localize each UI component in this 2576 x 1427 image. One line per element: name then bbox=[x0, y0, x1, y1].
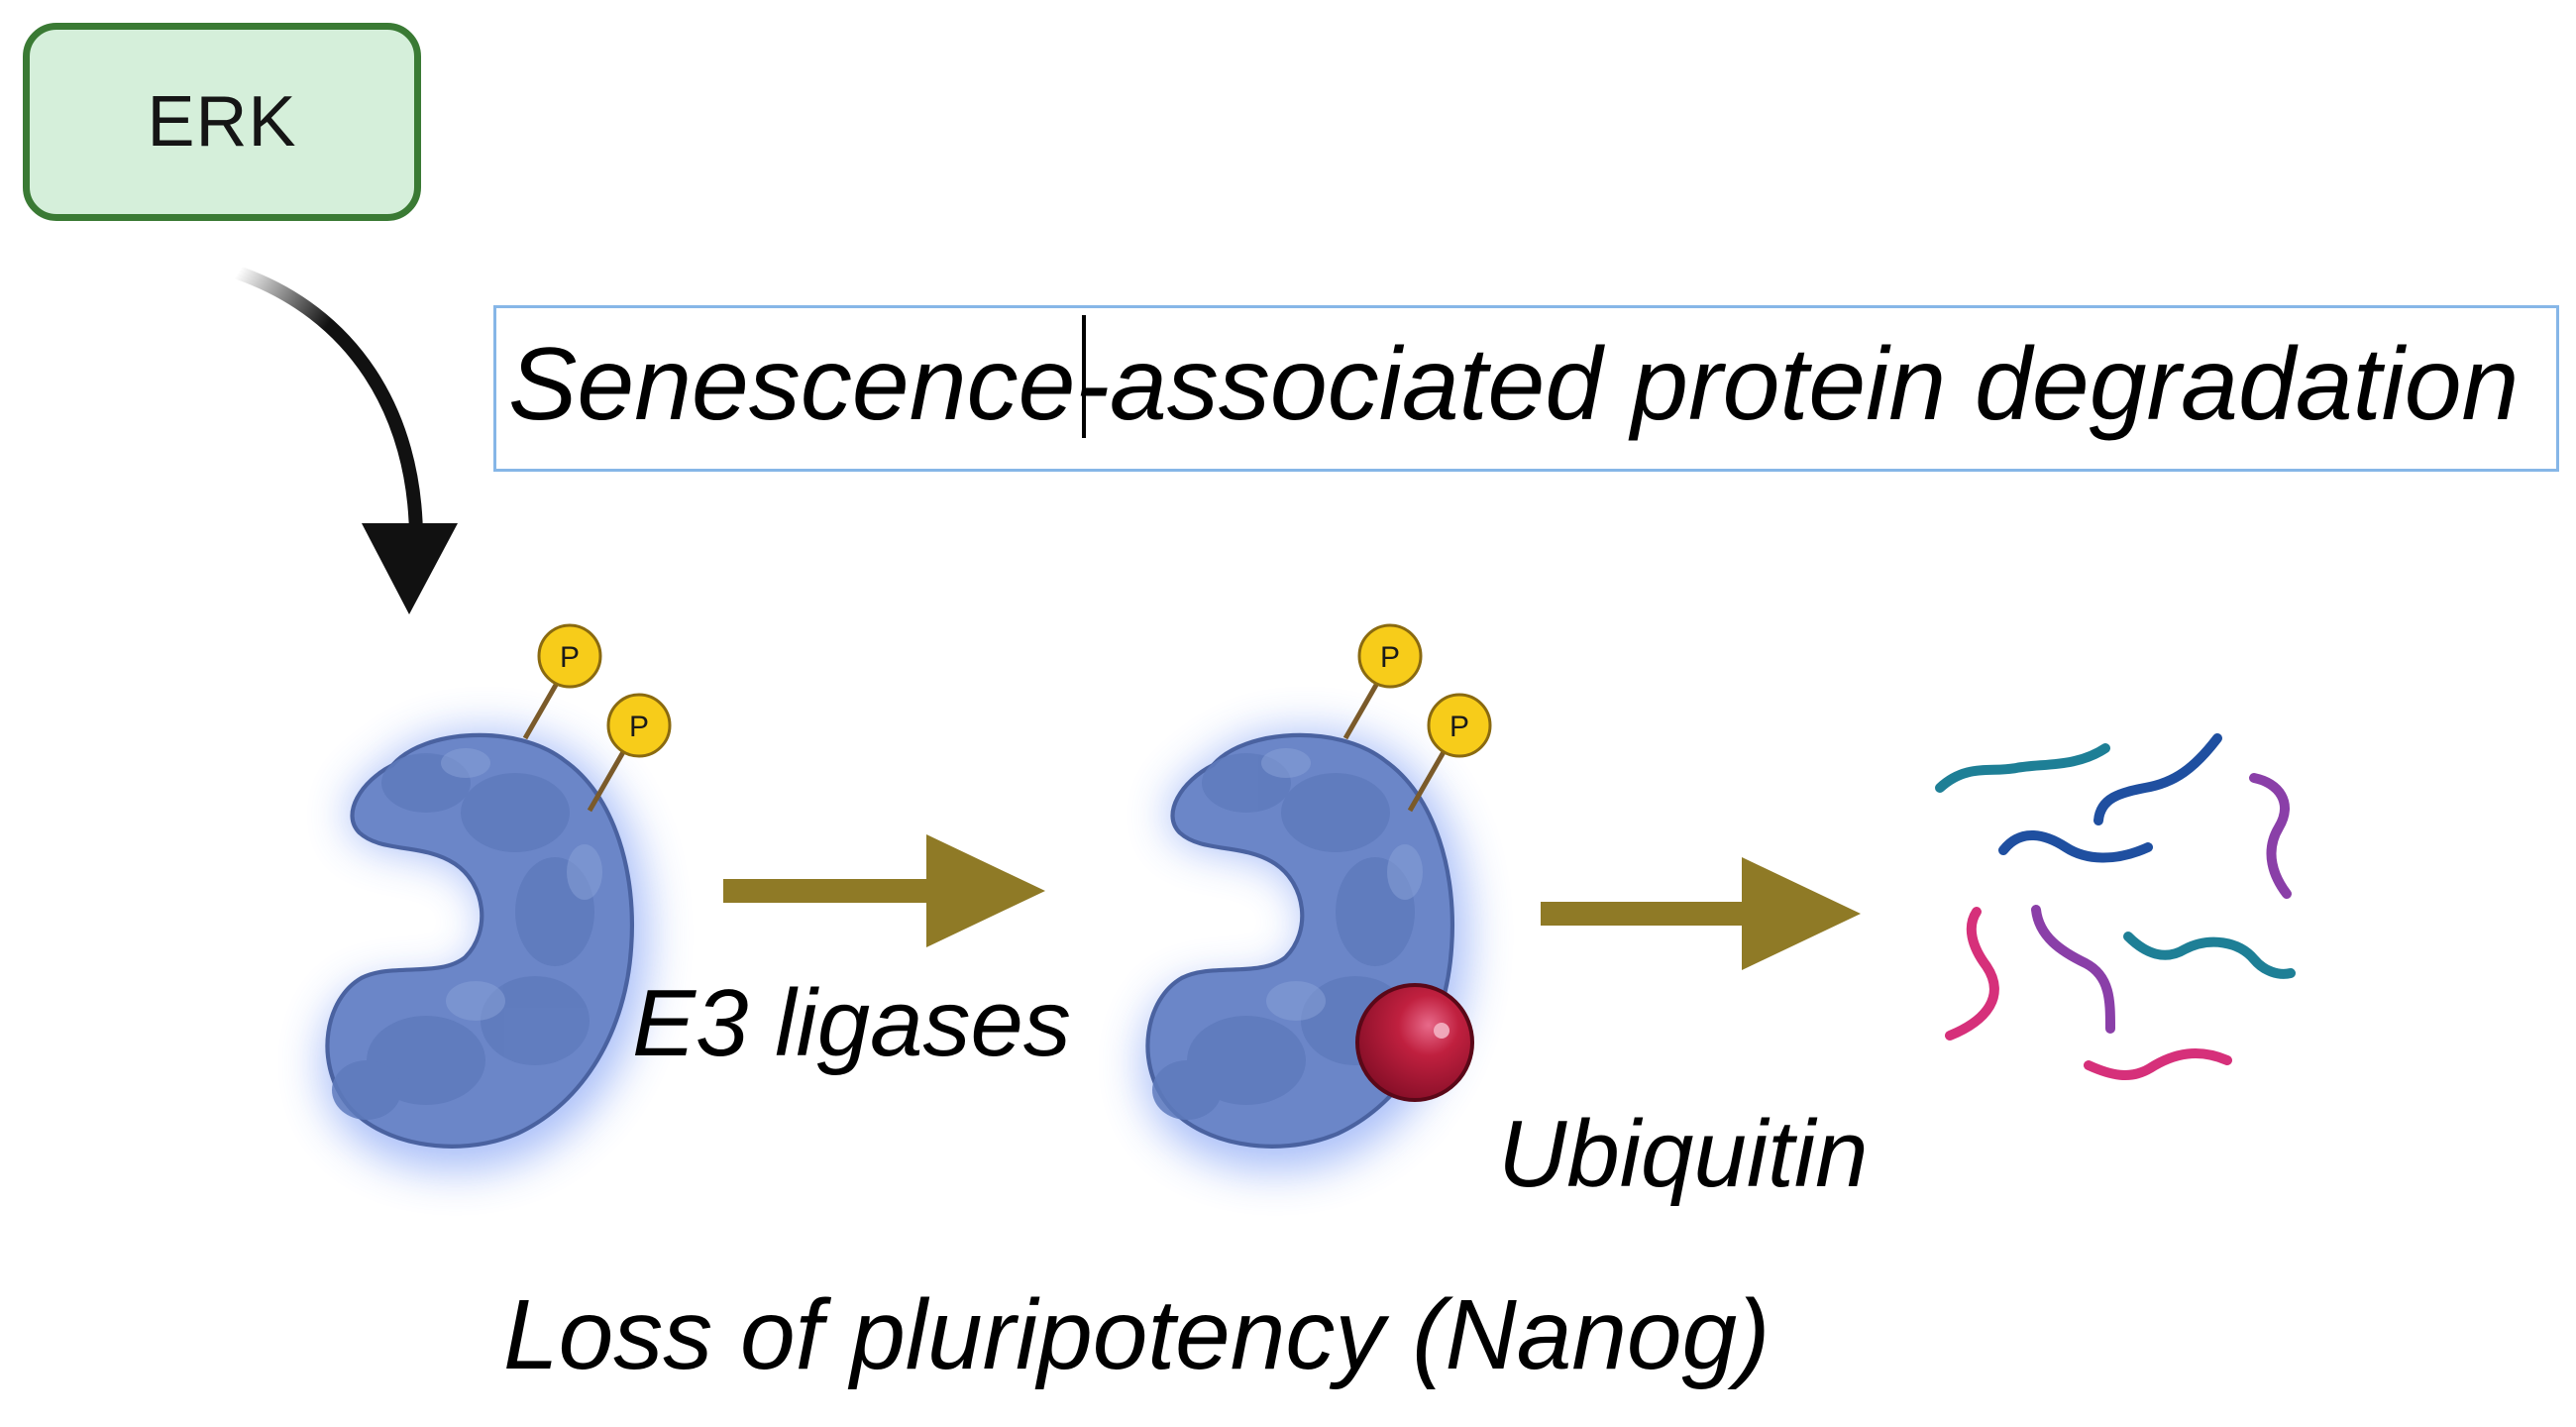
arrow-right-icon bbox=[1541, 857, 1861, 970]
phosphate-icon: P bbox=[587, 693, 672, 813]
phosphate-icon: P bbox=[522, 623, 602, 740]
erk-label: ERK bbox=[147, 82, 297, 162]
ubiquitin-label: Ubiquitin bbox=[1498, 1101, 1869, 1207]
erk-box: ERK bbox=[23, 23, 421, 221]
arrow-right-icon bbox=[723, 834, 1045, 947]
peptide-fragment-icon bbox=[2093, 733, 2222, 825]
curved-arrow-icon bbox=[231, 266, 458, 614]
phosphate-label: P bbox=[560, 641, 580, 674]
peptide-fragment-icon bbox=[1935, 743, 2110, 793]
loss-of-pluripotency-label: Loss of pluripotency (Nanog) bbox=[503, 1279, 1771, 1390]
peptide-fragment-icon bbox=[2031, 905, 2115, 1034]
diagram-title[interactable]: Senescence-associated protein degradatio… bbox=[508, 326, 2520, 442]
ubiquitin-icon bbox=[1355, 983, 1474, 1102]
e3-ligases-label: E3 ligases bbox=[632, 970, 1071, 1076]
peptide-fragments bbox=[1935, 733, 2296, 1080]
title-text-box[interactable]: Senescence-associated protein degradatio… bbox=[493, 305, 2559, 472]
phosphate-label: P bbox=[1380, 641, 1400, 674]
phosphate-label: P bbox=[1449, 711, 1469, 743]
peptide-fragment-icon bbox=[2249, 773, 2292, 899]
phosphate-icon: P bbox=[1342, 623, 1423, 740]
protein-icon bbox=[322, 731, 648, 1171]
text-cursor bbox=[1082, 315, 1086, 438]
peptide-fragment-icon bbox=[2123, 932, 2296, 979]
phosphate-label: P bbox=[629, 711, 649, 743]
phosphate-icon: P bbox=[1407, 693, 1492, 813]
peptide-fragment-icon bbox=[1945, 907, 1999, 1041]
peptide-fragment-icon bbox=[2084, 1048, 2232, 1080]
peptide-fragment-icon bbox=[1998, 830, 2153, 863]
